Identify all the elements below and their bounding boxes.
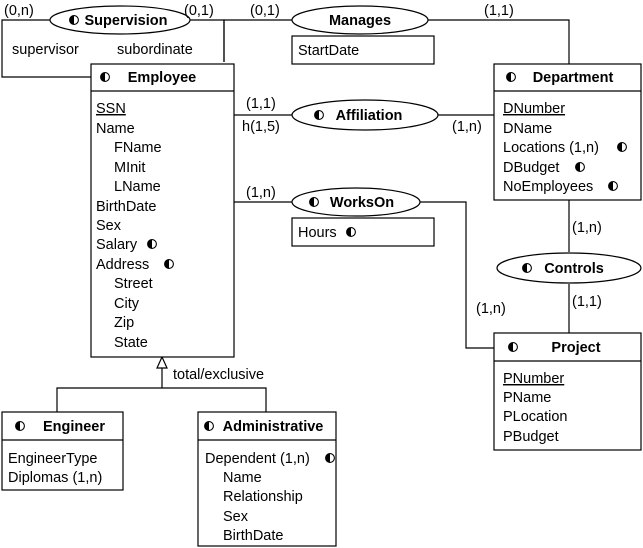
- entity-department: Department DNumber DName Locations (1,n)…: [493, 63, 642, 201]
- administrative-attr: Name: [223, 470, 262, 486]
- half-circle-icon: [204, 421, 214, 431]
- employee-attr: BirthDate: [96, 199, 156, 215]
- half-circle-icon: [69, 15, 79, 25]
- generalization-arrow: [156, 355, 168, 369]
- workson-attribute-box: Hours: [291, 217, 435, 247]
- department-identifier: DNumber: [503, 101, 565, 117]
- supervision-line-left: [1, 19, 91, 78]
- department-attr: NoEmployees: [503, 179, 593, 195]
- employee-attr: Sex: [96, 218, 122, 234]
- manages-name: Manages: [329, 13, 391, 29]
- administrative-attr: BirthDate: [223, 528, 283, 544]
- workson-attribute: Hours: [298, 225, 337, 241]
- employee-name: Employee: [128, 70, 197, 86]
- workson-card-bottom: (1,n): [476, 301, 506, 317]
- half-circle-icon: [522, 263, 532, 273]
- half-circle-icon: [575, 162, 585, 172]
- controls-name: Controls: [544, 261, 604, 277]
- department-attr: DName: [503, 121, 552, 137]
- workson-name: WorksOn: [330, 195, 394, 211]
- supervision-card-left: (0,n): [4, 3, 34, 19]
- supervision-card-right: (0,1): [184, 3, 214, 19]
- entity-project: Project PNumber PName PLocation PBudget: [493, 332, 642, 451]
- half-circle-icon: [608, 181, 618, 191]
- engineer-attr: EngineerType: [8, 451, 97, 467]
- relationship-affiliation: Affiliation: [291, 99, 439, 131]
- supervision-line-right: [190, 19, 225, 62]
- project-identifier: PNumber: [503, 371, 564, 387]
- relationship-controls: Controls: [496, 252, 642, 284]
- half-circle-icon: [346, 227, 356, 237]
- employee-attr: Address: [96, 257, 149, 273]
- employee-attr: FName: [114, 140, 162, 156]
- half-circle-icon: [508, 342, 518, 352]
- employee-attr: City: [114, 296, 140, 312]
- generalization-label: total/exclusive: [173, 367, 264, 383]
- half-circle-icon: [325, 453, 335, 463]
- half-circle-icon: [147, 239, 157, 249]
- employee-attr: Zip: [114, 315, 134, 331]
- engineer-attr: Diplomas (1,n): [8, 470, 102, 486]
- half-circle-icon: [506, 72, 516, 82]
- employee-attr: Salary: [96, 237, 138, 253]
- employee-attr: MInit: [114, 160, 145, 176]
- project-attr: PLocation: [503, 409, 568, 425]
- administrative-name: Administrative: [223, 419, 324, 435]
- workson-card-left: (1,n): [246, 185, 276, 201]
- generalization-branches: [56, 387, 267, 412]
- supervision-role-right: subordinate: [117, 42, 193, 58]
- half-circle-icon: [100, 72, 110, 82]
- workson-line-right: [420, 201, 494, 349]
- project-name: Project: [551, 340, 600, 356]
- manages-attribute-box: StartDate: [291, 35, 435, 65]
- supervision-role-left: supervisor: [12, 42, 79, 58]
- relationship-supervision: Supervision: [49, 5, 191, 35]
- department-attr: Locations (1,n): [503, 140, 599, 156]
- employee-attr: Name: [96, 121, 135, 137]
- administrative-attr: Sex: [223, 509, 249, 525]
- manages-line-right: [428, 19, 570, 64]
- controls-card-top: (1,n): [572, 220, 602, 236]
- affiliation-card-left: (1,1): [246, 96, 276, 112]
- project-attr: PName: [503, 390, 551, 406]
- entity-engineer: Engineer EngineerType Diplomas (1,n): [1, 411, 124, 491]
- entity-administrative: Administrative Dependent (1,n) Name Rela…: [197, 411, 337, 547]
- administrative-attr: Relationship: [223, 489, 303, 505]
- employee-attr: State: [114, 335, 148, 351]
- manages-card-left: (0,1): [250, 3, 280, 19]
- relationship-manages: Manages: [291, 5, 429, 35]
- employee-attr: LName: [114, 179, 161, 195]
- employee-attr: Street: [114, 276, 153, 292]
- half-circle-icon: [15, 421, 25, 431]
- department-attr: DBudget: [503, 160, 559, 176]
- entity-employee: Employee SSN Name FName MInit LName Birt…: [90, 63, 235, 358]
- controls-card-bottom: (1,1): [572, 294, 602, 310]
- engineer-name: Engineer: [43, 419, 105, 435]
- half-circle-icon: [314, 110, 324, 120]
- supervision-name: Supervision: [85, 13, 168, 29]
- manages-line-left: [223, 19, 292, 62]
- affiliation-name: Affiliation: [336, 108, 403, 124]
- project-attr: PBudget: [503, 429, 559, 445]
- department-name: Department: [533, 70, 614, 86]
- affiliation-card-right: (1,n): [452, 119, 482, 135]
- manages-card-right: (1,1): [484, 3, 514, 19]
- manages-attribute: StartDate: [298, 43, 359, 59]
- half-circle-icon: [309, 197, 319, 207]
- relationship-workson: WorksOn: [291, 187, 421, 217]
- employee-identifier: SSN: [96, 101, 126, 117]
- half-circle-icon: [164, 259, 174, 269]
- affiliation-card-left-extra: h(1,5): [242, 119, 280, 135]
- administrative-attr: Dependent (1,n): [205, 451, 310, 467]
- half-circle-icon: [617, 142, 627, 152]
